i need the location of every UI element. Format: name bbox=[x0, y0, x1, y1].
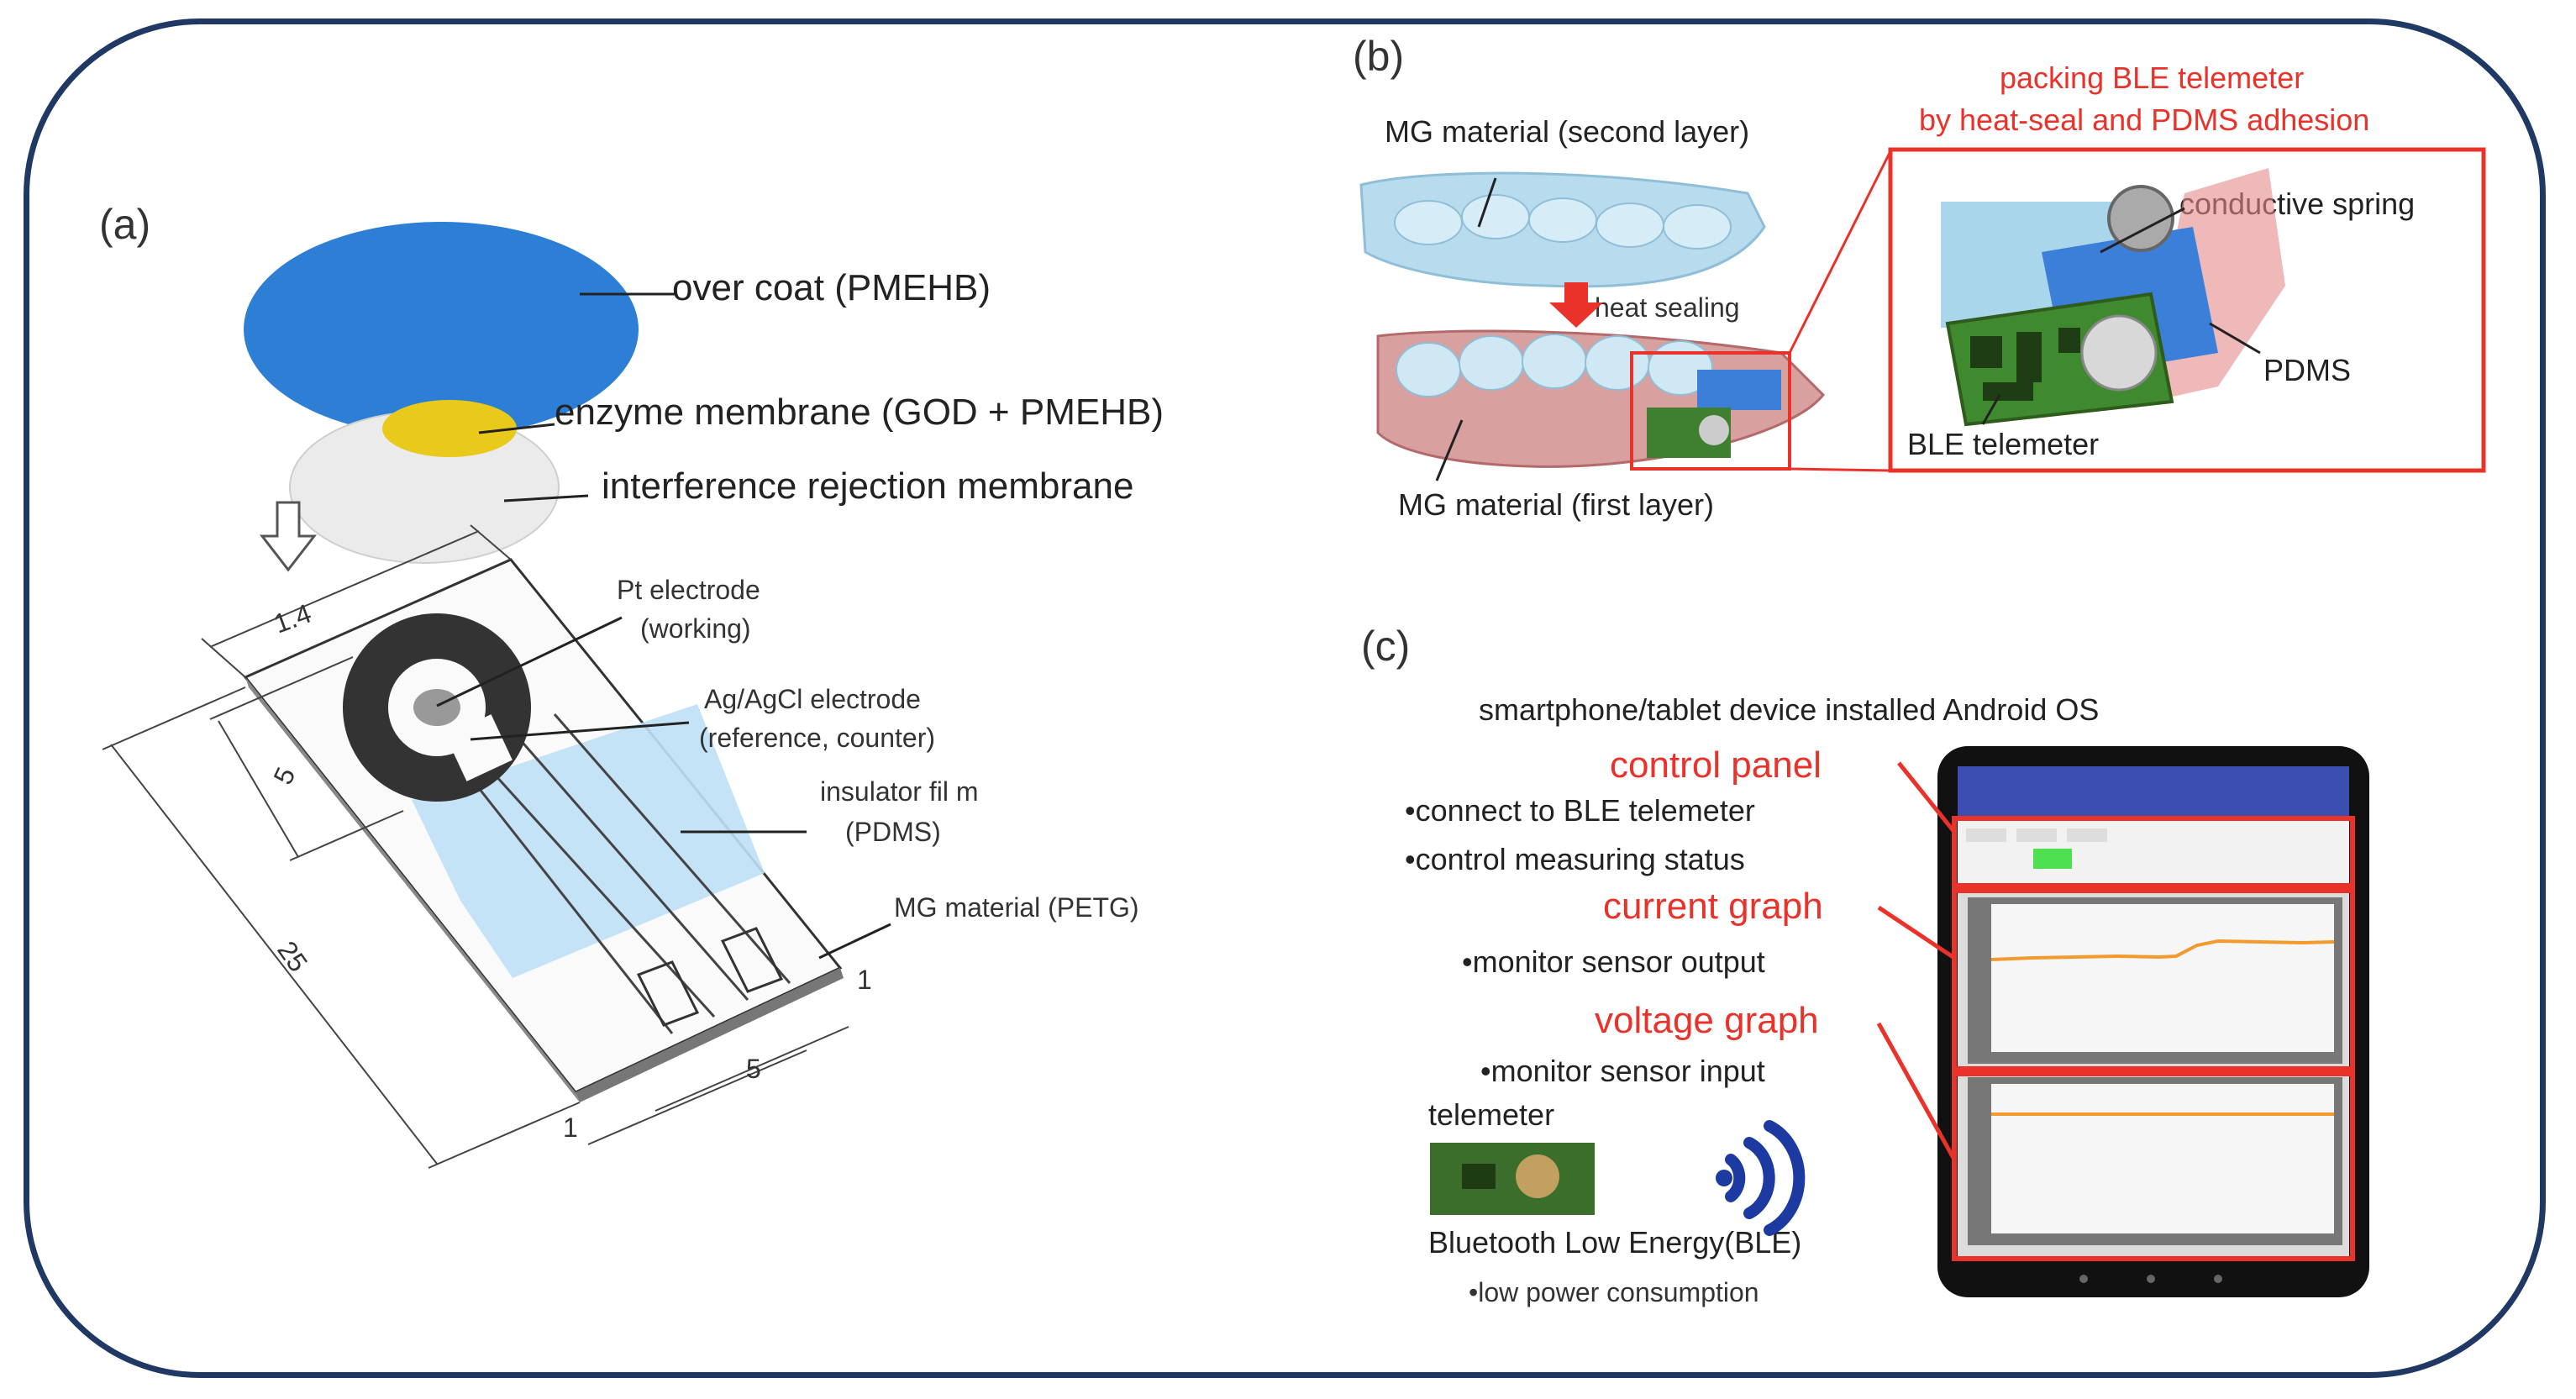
voltage-graph-box bbox=[1952, 1071, 2355, 1261]
tablet-app-bar bbox=[1958, 766, 2349, 818]
telemeter-photo bbox=[1430, 1143, 1595, 1215]
voltage-graph-label: voltage graph bbox=[1595, 1000, 1819, 1041]
pt-electrode bbox=[413, 689, 460, 726]
small-telemeter-pdms bbox=[1697, 370, 1781, 410]
telemeter-label: telemeter bbox=[1428, 1097, 1555, 1132]
packing-title-2: by heat-seal and PDMS adhesion bbox=[1919, 103, 2370, 137]
current-graph-label: current graph bbox=[1603, 886, 1823, 927]
control-panel-bullet-1: •connect to BLE telemeter bbox=[1405, 793, 1755, 828]
strip-edge bbox=[576, 968, 844, 1102]
ble-bullet: •low power consumption bbox=[1469, 1277, 1759, 1307]
heat-sealing-arrow bbox=[1549, 282, 1603, 328]
ble-telemeter-label: BLE telemeter bbox=[1907, 427, 2100, 461]
overcoat-layer bbox=[244, 222, 639, 437]
mg-petg-callout: MG material (PETG) bbox=[894, 892, 1139, 923]
panel-c-label: (c) bbox=[1361, 623, 1411, 670]
bluetooth-waves-icon bbox=[1725, 1120, 1806, 1236]
enzyme-callout: enzyme membrane (GOD + PMEHB) bbox=[555, 392, 1164, 433]
zoom-source-box bbox=[1630, 351, 1791, 471]
control-panel-bullet-2: •control measuring status bbox=[1405, 842, 1745, 876]
device-title: smartphone/tablet device installed Andro… bbox=[1479, 692, 2100, 727]
interference-callout: interference rejection membrane bbox=[602, 465, 1134, 507]
control-panel-label: control panel bbox=[1610, 744, 1822, 786]
enzyme-membrane bbox=[382, 400, 517, 457]
insulator-callout: insulator fil m bbox=[820, 776, 979, 807]
dim-1-bottom: 1 bbox=[563, 1112, 578, 1143]
panel-b-label: (b) bbox=[1353, 33, 1405, 80]
dim-1-right: 1 bbox=[857, 965, 872, 995]
mg-first-layer: MG material (first layer) bbox=[1398, 487, 1715, 522]
current-graph-bullet: •monitor sensor output bbox=[1462, 944, 1765, 979]
mg-second-layer: MG material (second layer) bbox=[1385, 114, 1750, 149]
zoom-detail-box bbox=[1888, 147, 2486, 473]
pdms-label: PDMS bbox=[2263, 353, 2352, 387]
agagcl-callout: Ag/AgCl electrode bbox=[704, 684, 921, 714]
dim-5-bottom: 5 bbox=[746, 1054, 761, 1084]
pt-electrode-sub: (working) bbox=[640, 613, 751, 644]
strip-side bbox=[245, 677, 580, 1102]
insulator-sub: (PDMS) bbox=[845, 817, 941, 847]
heat-sealing-label: heat sealing bbox=[1595, 292, 1740, 323]
current-trace bbox=[1990, 939, 2335, 961]
packing-title-1: packing BLE telemeter bbox=[2000, 60, 2305, 95]
down-arrow-icon bbox=[259, 501, 318, 572]
ble-label: Bluetooth Low Energy(BLE) bbox=[1428, 1225, 1802, 1260]
voltage-graph-bullet: •monitor sensor input bbox=[1480, 1054, 1765, 1088]
current-graph-box bbox=[1952, 888, 2355, 1071]
tablet-control-area bbox=[1958, 818, 2349, 886]
control-panel-box bbox=[1952, 816, 2355, 888]
overcoat-callout: over coat (PMEHB) bbox=[672, 267, 991, 308]
conductive-spring-shape bbox=[2107, 185, 2174, 252]
pt-electrode-callout: Pt electrode bbox=[617, 575, 760, 605]
panel-a-label: (a) bbox=[99, 201, 151, 248]
agagcl-sub: (reference, counter) bbox=[699, 723, 936, 753]
